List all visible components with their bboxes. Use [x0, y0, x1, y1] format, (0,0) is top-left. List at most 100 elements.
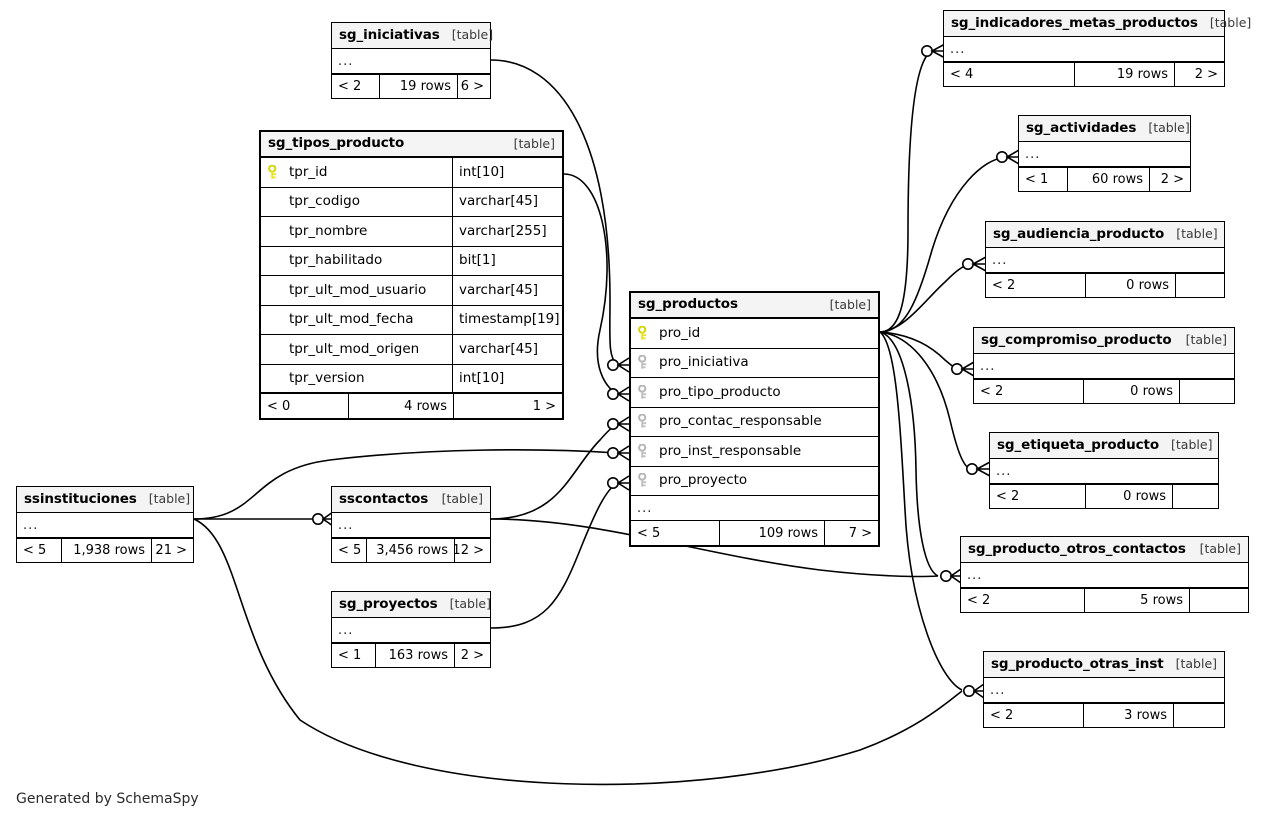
table-row[interactable]: tpr_id int[10] — [261, 158, 562, 188]
table-row[interactable]: tpr_ult_mod_fecha timestamp[19] — [261, 305, 562, 335]
table-type-tag: [table] — [449, 596, 491, 612]
collapsed-columns-ellipsis: ... — [984, 678, 1224, 703]
table-footer: < 0 4 rows 1 > — [261, 394, 562, 418]
table-name: sg_iniciativas — [339, 26, 440, 43]
footer-parents: < 2 — [986, 274, 1086, 297]
table-node-sg_producto_otros_contactos[interactable]: sg_producto_otros_contactos [table] ... … — [960, 536, 1249, 613]
key-icon-primary — [638, 325, 651, 341]
table-type-tag: [table] — [148, 491, 191, 507]
column-label: tpr_nombre — [289, 223, 368, 239]
table-node-sg_etiqueta_producto[interactable]: sg_etiqueta_producto [table] ... < 2 0 r… — [989, 432, 1219, 509]
table-title-sg_compromiso_producto: sg_compromiso_producto [table] — [974, 328, 1234, 354]
table-footer: < 2 0 rows — [986, 273, 1224, 297]
table-type-tag: [table] — [1185, 332, 1227, 348]
footer-parents: < 1 — [332, 644, 376, 667]
collapsed-columns-ellipsis: ... — [332, 49, 490, 74]
footer-rowcount: 60 rows — [1068, 168, 1150, 191]
key-icon-primary — [268, 164, 281, 180]
footer-rowcount: 4 rows — [349, 394, 454, 418]
generator-credit: Generated by SchemaSpy — [16, 791, 199, 807]
table-row[interactable]: tpr_habilitado bit[1] — [261, 246, 562, 276]
table-row[interactable]: pro_proyecto — [631, 467, 878, 496]
crowfoot-pro_iniciativa — [606, 357, 630, 373]
table-node-sg_productos[interactable]: sg_productos [table] pro_id pro_iniciati… — [629, 291, 880, 547]
no-key-spacer — [268, 194, 281, 209]
footer-parents: < 0 — [261, 394, 349, 418]
table-type-tag: [table] — [1148, 120, 1190, 136]
table-row[interactable]: pro_tipo_producto — [631, 378, 878, 408]
table-node-ssinstituciones[interactable]: ssinstituciones [table] ... < 5 1,938 ro… — [16, 486, 194, 563]
collapsed-columns-ellipsis: ... — [332, 513, 490, 538]
table-node-sscontactos[interactable]: sscontactos [table] ... < 5 3,456 rows 1… — [331, 486, 491, 563]
crowfoot-sg_producto_otros_contactos — [939, 568, 962, 584]
table-row[interactable]: tpr_nombre varchar[255] — [261, 217, 562, 247]
footer-rowcount: 0 rows — [1086, 485, 1173, 508]
column-datatype: varchar[45] — [452, 276, 562, 305]
footer-children: 2 > — [1194, 67, 1218, 82]
table-title-sg_indicadores_metas_productos: sg_indicadores_metas_productos [table] — [944, 11, 1251, 37]
table-row[interactable]: tpr_ult_mod_origen varchar[45] — [261, 335, 562, 365]
table-name: sg_compromiso_producto — [981, 331, 1172, 348]
crowfoot-sg_producto_otras_inst — [962, 683, 985, 699]
collapsed-columns-ellipsis: ... — [944, 37, 1224, 62]
collapsed-columns-ellipsis: ... — [990, 459, 1218, 484]
footer-parents: < 1 — [1019, 168, 1068, 191]
edge-sg_productos-sg_indicadores_metas_productos — [879, 52, 930, 333]
edge-sscontactos-sg_productos — [490, 423, 618, 520]
crowfoot-pro_inst_responsable — [606, 445, 630, 461]
column-label: pro_iniciativa — [659, 355, 749, 370]
crowfoot-pro_contac_responsable — [606, 416, 630, 432]
column-label: pro_inst_responsable — [659, 443, 802, 459]
column-name-cell: pro_tipo_producto — [631, 384, 878, 400]
table-title-sg_audiencia_producto: sg_audiencia_producto [table] — [986, 222, 1224, 248]
table-row[interactable]: pro_id — [631, 319, 878, 349]
footer-children: 7 > — [848, 525, 872, 541]
table-row[interactable]: pro_inst_responsable — [631, 437, 878, 467]
column-name-cell: pro_proyecto — [631, 473, 878, 488]
table-title-sg_proyectos: sg_proyectos [table] — [332, 592, 491, 618]
table-node-sg_proyectos[interactable]: sg_proyectos [table] ... < 1 163 rows 2 … — [331, 591, 491, 668]
table-node-sg_tipos_producto[interactable]: sg_tipos_producto [table] tpr_id int[10]… — [259, 130, 564, 420]
column-datatype: varchar[45] — [452, 187, 562, 216]
table-node-sg_audiencia_producto[interactable]: sg_audiencia_producto [table] ... < 2 0 … — [985, 221, 1225, 298]
crowfoot-pro_tipo_producto — [606, 386, 630, 402]
collapsed-columns-ellipsis: ... — [986, 248, 1224, 273]
table-title-sg_iniciativas: sg_iniciativas [table] — [332, 23, 493, 49]
footer-rowcount: 0 rows — [1084, 380, 1180, 403]
edge-sg_productos-sg_etiqueta_producto — [879, 331, 971, 470]
column-label: pro_id — [659, 325, 701, 341]
table-footer: < 5 3,456 rows 12 > — [332, 538, 490, 562]
table-row[interactable]: pro_contac_responsable — [631, 408, 878, 437]
table-row[interactable]: tpr_codigo varchar[45] — [261, 187, 562, 217]
table-name: sg_tipos_producto — [268, 135, 405, 152]
footer-rowcount: 109 rows — [720, 521, 825, 545]
table-type-tag: [table] — [1175, 656, 1218, 672]
column-name-cell: tpr_nombre — [261, 224, 452, 239]
collapsed-columns-ellipsis: ... — [332, 618, 490, 643]
table-node-sg_compromiso_producto[interactable]: sg_compromiso_producto [table] ... < 2 0… — [973, 327, 1235, 404]
collapsed-columns-ellipsis: ... — [1019, 142, 1190, 167]
column-label: tpr_codigo — [289, 194, 360, 209]
collapsed-columns-ellipsis: ... — [961, 563, 1248, 588]
table-node-sg_indicadores_metas_productos[interactable]: sg_indicadores_metas_productos [table] .… — [943, 10, 1251, 87]
footer-children: 1 > — [532, 398, 556, 414]
table-node-sg_actividades[interactable]: sg_actividades [table] ... < 1 60 rows 2… — [1018, 115, 1191, 192]
table-name: sg_proyectos — [339, 595, 438, 612]
column-label: tpr_id — [289, 164, 328, 180]
table-title-sg_producto_otros_contactos: sg_producto_otros_contactos [table] — [961, 537, 1248, 563]
footer-parents: < 2 — [990, 485, 1086, 508]
column-label: tpr_ult_mod_origen — [289, 341, 420, 357]
table-footer: < 2 3 rows — [984, 703, 1224, 727]
table-row[interactable]: pro_iniciativa — [631, 349, 878, 378]
footer-children — [1174, 704, 1224, 727]
footer-children — [1190, 589, 1248, 612]
footer-rowcount: 1,938 rows — [62, 539, 152, 562]
table-node-sg_producto_otras_inst[interactable]: sg_producto_otras_inst [table] ... < 2 3… — [983, 651, 1225, 728]
table-name: sscontactos — [339, 490, 429, 507]
table-row[interactable]: tpr_ult_mod_usuario varchar[45] — [261, 276, 562, 306]
table-node-sg_iniciativas[interactable]: sg_iniciativas [table] ... < 2 19 rows 6… — [331, 22, 493, 99]
table-row[interactable]: tpr_version int[10] — [261, 364, 562, 394]
table-type-tag: [table] — [1176, 226, 1218, 242]
table-footer: < 5 1,938 rows 21 > — [17, 538, 193, 562]
